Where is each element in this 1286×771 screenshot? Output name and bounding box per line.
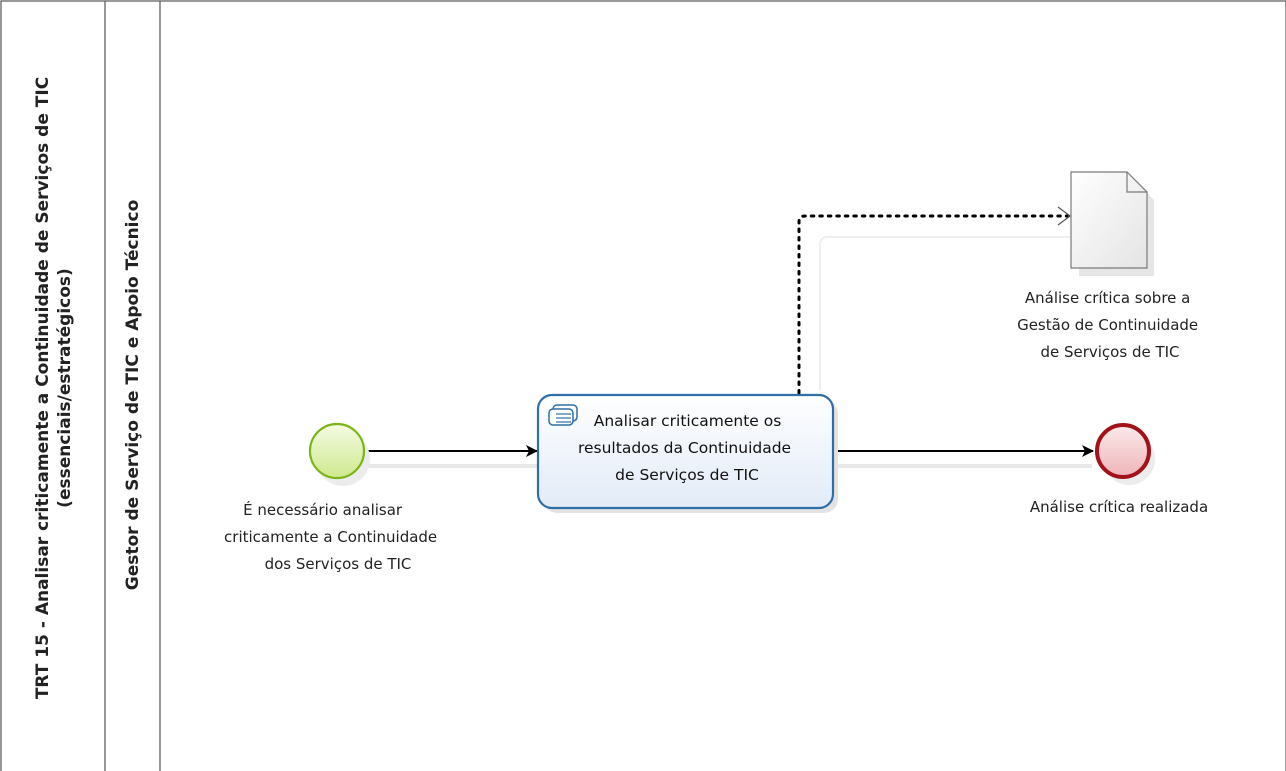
task-box [536, 393, 835, 510]
start-event[interactable] [308, 422, 370, 486]
start-event-circle [308, 422, 366, 480]
data-association[interactable] [797, 206, 1071, 395]
data-object[interactable] [1070, 171, 1154, 276]
pool-subtitle: (essenciais/estratégicos) [55, 268, 75, 508]
end-event[interactable] [1095, 423, 1155, 485]
document-icon [1070, 171, 1148, 269]
sequence-flow-task-to-end[interactable] [835, 445, 1094, 468]
task-analisar[interactable]: Analisar criticamente os resultados da C… [536, 393, 838, 513]
end-event-circle [1095, 423, 1151, 479]
lane-title: Gestor de Serviço de TIC e Apoio Técnico [123, 200, 143, 591]
user-task-icon [548, 404, 578, 426]
pool-title: TRT 15 - Analisar criticamente a Continu… [33, 77, 53, 699]
start-event-label: É necessário analisar criticamente a Con… [224, 500, 442, 573]
sequence-flow-start-to-task[interactable] [365, 445, 538, 468]
open-arrow-icon [1057, 206, 1071, 226]
data-object-label: Análise crítica sobre a Gestão de Contin… [1017, 289, 1203, 361]
task-label: Analisar criticamente os resultados da C… [578, 412, 796, 484]
end-event-label: Análise crítica realizada [1030, 498, 1208, 516]
